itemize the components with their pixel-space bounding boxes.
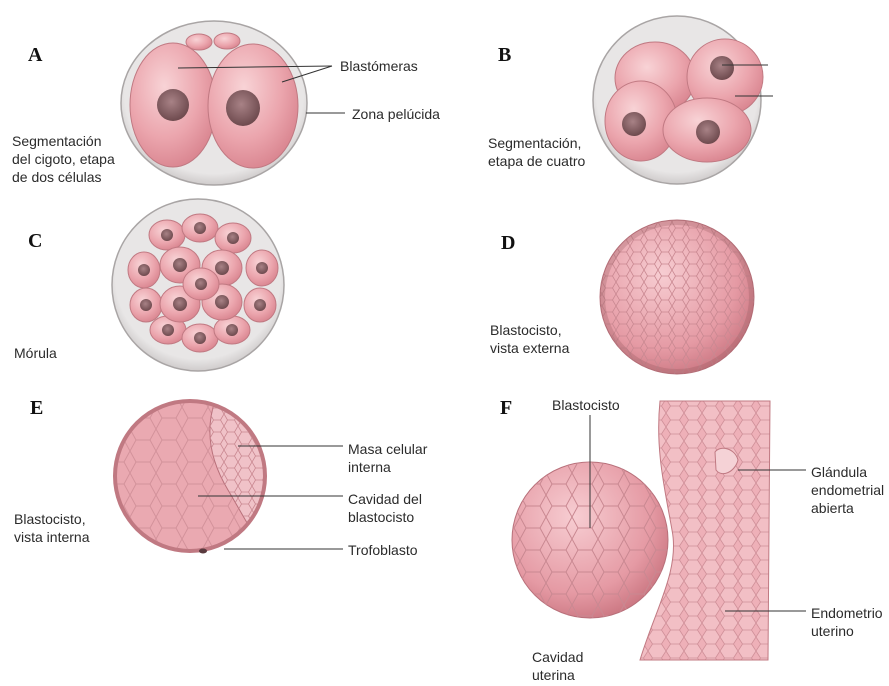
label-endometrio-line-2: uterino	[811, 622, 883, 640]
blastocyst-internal	[115, 401, 270, 554]
caption-a: Segmentación del cigoto, etapa de dos cé…	[12, 132, 115, 186]
caption-d-line-1: Blastocisto,	[490, 321, 569, 339]
label-cavidad-uterina-line-2: uterina	[532, 666, 583, 684]
panel-letter-d: D	[501, 232, 515, 255]
blastocyst-external	[600, 220, 754, 374]
caption-e-line-1: Blastocisto,	[14, 510, 89, 528]
panel-letter-f: F	[500, 397, 512, 420]
label-blastocisto: Blastocisto	[552, 396, 620, 414]
caption-a-line-3: de dos células	[12, 168, 115, 186]
label-masa-celular: Masa celular interna	[348, 440, 427, 476]
label-cavidad-line-2: blastocisto	[348, 508, 422, 526]
label-glandula-line-1: Glándula	[811, 463, 884, 481]
label-cavidad-uterina-line-1: Cavidad	[532, 648, 583, 666]
caption-b-line-2: etapa de cuatro	[488, 152, 585, 170]
label-endometrio: Endometrio uterino	[811, 604, 883, 640]
label-trofoblasto: Trofoblasto	[348, 541, 418, 559]
caption-e: Blastocisto, vista interna	[14, 510, 89, 546]
panel-letter-a: A	[28, 44, 42, 67]
four-cell-embryo	[593, 16, 763, 184]
caption-c: Mórula	[14, 344, 57, 362]
label-endometrio-line-1: Endometrio	[811, 604, 883, 622]
caption-e-line-2: vista interna	[14, 528, 89, 546]
caption-b-line-1: Segmentación,	[488, 134, 585, 152]
label-masa-line-2: interna	[348, 458, 427, 476]
label-blastomeras: Blastómeras	[340, 57, 418, 75]
label-zona-pelucida: Zona pelúcida	[352, 105, 440, 123]
label-masa-line-1: Masa celular	[348, 440, 427, 458]
caption-b: Segmentación, etapa de cuatro	[488, 134, 585, 170]
caption-a-line-2: del cigoto, etapa	[12, 150, 115, 168]
label-glandula-line-3: abierta	[811, 499, 884, 517]
panel-letter-e: E	[30, 397, 43, 420]
label-glandula: Glándula endometrial abierta	[811, 463, 884, 517]
caption-d-line-2: vista externa	[490, 339, 569, 357]
label-cavidad-uterina: Cavidad uterina	[532, 648, 583, 684]
label-glandula-line-2: endometrial	[811, 481, 884, 499]
label-cavidad-line-1: Cavidad del	[348, 490, 422, 508]
two-cell-embryo	[121, 21, 307, 185]
caption-a-line-1: Segmentación	[12, 132, 115, 150]
panel-letter-b: B	[498, 44, 511, 67]
implantation-scene	[512, 401, 770, 660]
label-cavidad-blastocisto: Cavidad del blastocisto	[348, 490, 422, 526]
panel-letter-c: C	[28, 230, 42, 253]
morula	[112, 199, 284, 371]
caption-d: Blastocisto, vista externa	[490, 321, 569, 357]
